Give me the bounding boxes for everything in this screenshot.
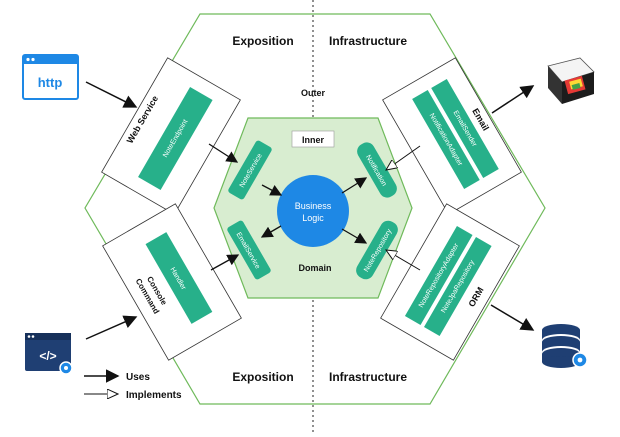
label-exposition-top: Exposition (232, 34, 293, 48)
implements-notification-adapter (386, 145, 421, 170)
arrow-logic-to-notification (341, 177, 368, 194)
printer-icon (547, 57, 595, 104)
arrow-endpoint-to-service (208, 143, 239, 163)
arrow-service-to-logic (261, 184, 283, 196)
arrow-logic-to-repository (341, 228, 368, 244)
web-service-adapter: Web Service NoteEndpoint (101, 57, 241, 215)
label-exposition-bottom: Exposition (232, 370, 293, 384)
orm-adapter: NoteRepositoryAdapter NoteJpaRepository … (380, 203, 520, 361)
note-endpoint-box (138, 86, 213, 191)
business-logic-line1: Business (295, 201, 332, 211)
arrow-terminal-to-console (85, 315, 138, 340)
terminal-icon-text: </> (39, 349, 56, 363)
notification-adapter-box (412, 89, 480, 190)
business-logic-line2: Logic (302, 213, 324, 223)
arrow-handler-to-email-service (210, 254, 240, 271)
database-icon (542, 324, 588, 368)
implements-repository-adapter (386, 250, 421, 271)
business-logic-circle (277, 175, 349, 247)
http-icon-text: http (38, 75, 63, 90)
arrow-orm-to-database (490, 304, 535, 331)
handler-box (145, 232, 213, 324)
label-inner: Inner (302, 135, 325, 145)
email-adapter: Email EmailSender NotificationAdapter (382, 57, 522, 215)
label-infrastructure-bottom: Infrastructure (329, 370, 407, 384)
note-repository-adapter-box (404, 225, 473, 326)
note-jpa-repository-box (424, 236, 492, 337)
label-outer: Outer (301, 88, 326, 98)
arrow-http-to-web-service (85, 81, 138, 108)
legend-implements-label: Implements (126, 390, 182, 401)
arrow-logic-to-email-service (260, 225, 282, 238)
arrow-email-to-printer (491, 85, 535, 114)
legend-uses-label: Uses (126, 372, 150, 383)
inner-label-box (291, 130, 335, 148)
http-icon: http (22, 54, 79, 100)
terminal-code-icon: </> (25, 333, 73, 375)
label-domain: Domain (298, 263, 331, 273)
email-sender-box (431, 78, 499, 179)
label-infrastructure-top: Infrastructure (329, 34, 407, 48)
legend: Uses Implements (84, 369, 182, 401)
